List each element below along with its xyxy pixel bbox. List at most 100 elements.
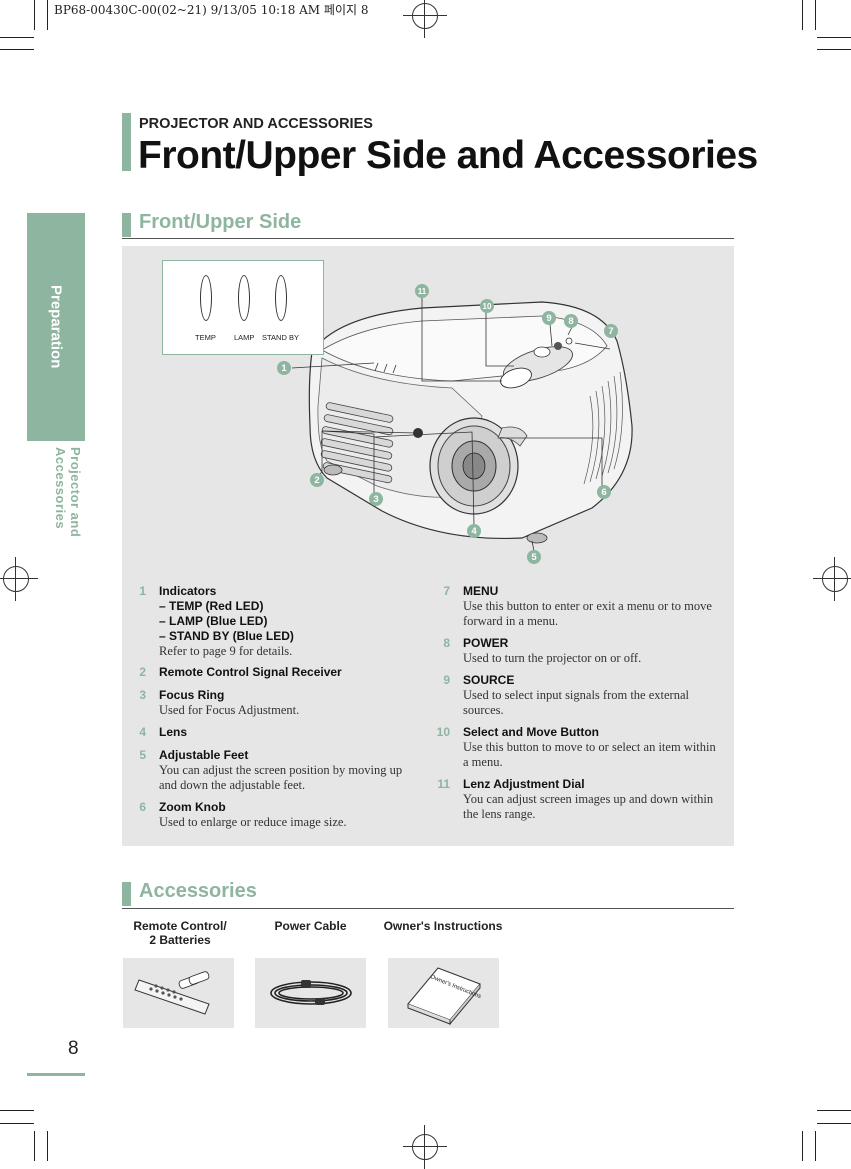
legend-title: POWER <box>463 636 509 650</box>
legend-title: MENU <box>463 584 499 598</box>
section-heading-front: Front/Upper Side <box>139 211 302 233</box>
legend-title: Lens <box>159 725 188 739</box>
adjustable-foot-left <box>323 464 343 476</box>
callout-badge-5: 5 <box>527 550 541 564</box>
print-header: BP68-00430C-00(02~21) 9/13/05 10:18 AM 페… <box>54 3 369 17</box>
legend-description: Refer to page 9 for details. <box>159 644 293 658</box>
sidebar-subsection-wrap: Projector and Accessories <box>53 447 83 617</box>
legend-number: 8 <box>443 636 450 650</box>
temp-led-icon <box>200 275 212 321</box>
crop-mark <box>817 49 851 50</box>
legend-body: Remote Control Signal Receiver <box>159 665 413 680</box>
crop-mark <box>47 1131 48 1161</box>
sidebar-tab <box>27 213 85 441</box>
crop-mark <box>34 1131 35 1161</box>
registration-mark <box>403 1125 447 1169</box>
legend-title: SOURCE <box>463 673 515 687</box>
crop-mark <box>815 1131 816 1161</box>
accessory-image-cable <box>255 958 366 1028</box>
crop-mark <box>0 1123 34 1124</box>
legend-number: 6 <box>139 800 146 814</box>
crop-mark <box>34 0 35 30</box>
lens-center <box>462 452 486 480</box>
legend-title: Lenz Adjustment Dial <box>463 777 585 791</box>
crop-mark <box>0 37 34 38</box>
accessory-label-manual: Owner's Instructions <box>380 919 506 933</box>
registration-mark <box>403 0 447 38</box>
indicator-inset: TEMP LAMP STAND BY <box>162 260 324 355</box>
crop-mark <box>817 1123 851 1124</box>
legend-title: Focus Ring <box>159 688 225 702</box>
sidebar-tab-label: Preparation <box>47 285 65 369</box>
standby-led-label: STAND BY <box>262 333 299 342</box>
crop-mark <box>0 1110 34 1111</box>
legend-description: Used to select input signals from the ex… <box>463 688 689 717</box>
manual-icon: Owner's Instructions <box>407 967 482 1026</box>
legend-number: 10 <box>436 725 450 739</box>
legend-title: Indicators <box>159 584 217 598</box>
crop-mark <box>817 1110 851 1111</box>
callout-badge-1: 1 <box>277 361 291 375</box>
standby-led-icon <box>275 275 287 321</box>
legend-description: You can adjust the screen position by mo… <box>159 763 403 792</box>
accessory-label-remote: Remote Control/ 2 Batteries <box>122 919 238 947</box>
section-accent-bar <box>122 213 131 237</box>
legend-number: 5 <box>139 748 146 762</box>
lamp-led-label: LAMP <box>234 333 255 342</box>
callout-badge-8: 8 <box>564 314 578 328</box>
callout-badge-3: 3 <box>369 492 383 506</box>
legend-description: Used to enlarge or reduce image size. <box>159 815 347 829</box>
legend-description: Used to turn the projector on or off. <box>463 651 642 665</box>
legend-body: Lens <box>159 725 413 740</box>
legend-number: 7 <box>443 584 450 598</box>
legend-number: 11 <box>437 777 450 791</box>
crop-mark <box>815 0 816 30</box>
remote-control-icon <box>134 971 210 1015</box>
legend-number: 4 <box>139 725 146 739</box>
page-number: 8 <box>68 1038 79 1059</box>
legend-description: Used for Focus Adjustment. <box>159 703 300 717</box>
section-accent-bar <box>122 882 131 906</box>
callout-badge-10: 10 <box>480 299 494 313</box>
crop-mark <box>802 1131 803 1161</box>
page-number-rule <box>27 1073 85 1076</box>
legend-title: Zoom Knob <box>159 800 226 814</box>
callout-lines <box>291 296 611 552</box>
accessory-image-remote <box>123 958 234 1028</box>
legend-subitem: – TEMP (Red LED) <box>159 599 264 613</box>
legend-subitem: – STAND BY (Blue LED) <box>159 629 294 643</box>
crop-mark <box>0 49 34 50</box>
accessory-label-line: Owner's Instructions <box>383 919 503 933</box>
legend-item-4: 4 Lens <box>126 725 413 740</box>
legend-number: 1 <box>139 584 146 598</box>
power-button <box>554 342 562 350</box>
legend-number: 2 <box>139 665 146 679</box>
select-move-button <box>500 367 532 389</box>
title-accent-bar <box>122 113 131 171</box>
page-supertitle: PROJECTOR AND ACCESSORIES <box>139 116 373 132</box>
crop-mark <box>817 37 851 38</box>
legend-title: Remote Control Signal Receiver <box>159 665 342 679</box>
accessory-label-line: 2 Batteries <box>149 933 211 947</box>
callout-badge-11: 11 <box>415 284 429 298</box>
section-rule <box>122 238 734 239</box>
callout-badge-7: 7 <box>604 324 618 338</box>
registration-mark <box>813 557 851 601</box>
accessory-label-line: Power Cable <box>274 919 347 933</box>
accessory-image-manual: Owner's Instructions <box>388 958 499 1028</box>
crop-mark <box>47 0 48 30</box>
menu-button <box>565 337 573 345</box>
indicator-leds <box>374 362 397 374</box>
